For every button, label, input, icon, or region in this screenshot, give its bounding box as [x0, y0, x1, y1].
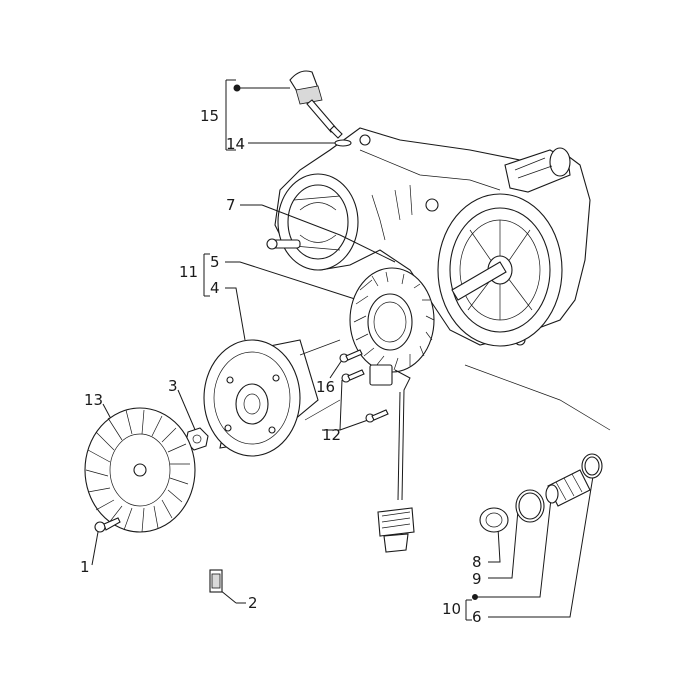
callout-6: 6 — [472, 608, 482, 626]
callout-14: 14 — [226, 135, 245, 153]
callout-8: 8 — [472, 553, 482, 571]
fan-screw — [94, 517, 121, 533]
stator-screws — [339, 349, 389, 423]
callout-7: 7 — [226, 196, 236, 214]
stator — [349, 267, 435, 501]
callout-15: 15 — [200, 107, 219, 125]
leader-lines — [91, 79, 611, 621]
flywheel-rotor — [203, 339, 341, 457]
connector-plug — [377, 507, 415, 553]
oil-filler-cap — [233, 70, 352, 147]
callout-16: 16 — [316, 378, 335, 396]
callout-3: 3 — [168, 377, 178, 395]
cooling-fan — [84, 407, 196, 533]
brake-drum — [266, 173, 359, 271]
callout-13: 13 — [84, 391, 103, 409]
callout-12: 12 — [322, 426, 341, 444]
callout-9: 9 — [472, 570, 482, 588]
callout-4: 4 — [210, 279, 220, 297]
callout-1: 1 — [80, 558, 90, 576]
callout-10: 10 — [442, 600, 461, 618]
callout-labels: 15 14 7 5 4 11 3 13 16 12 1 2 8 9 10 6 — [80, 107, 482, 626]
case-flywheel-bore — [437, 193, 563, 347]
drain-plug-assembly — [472, 453, 603, 600]
callout-5: 5 — [210, 253, 220, 271]
callout-11: 11 — [179, 263, 198, 281]
callout-2: 2 — [248, 594, 258, 612]
clip — [209, 569, 223, 593]
